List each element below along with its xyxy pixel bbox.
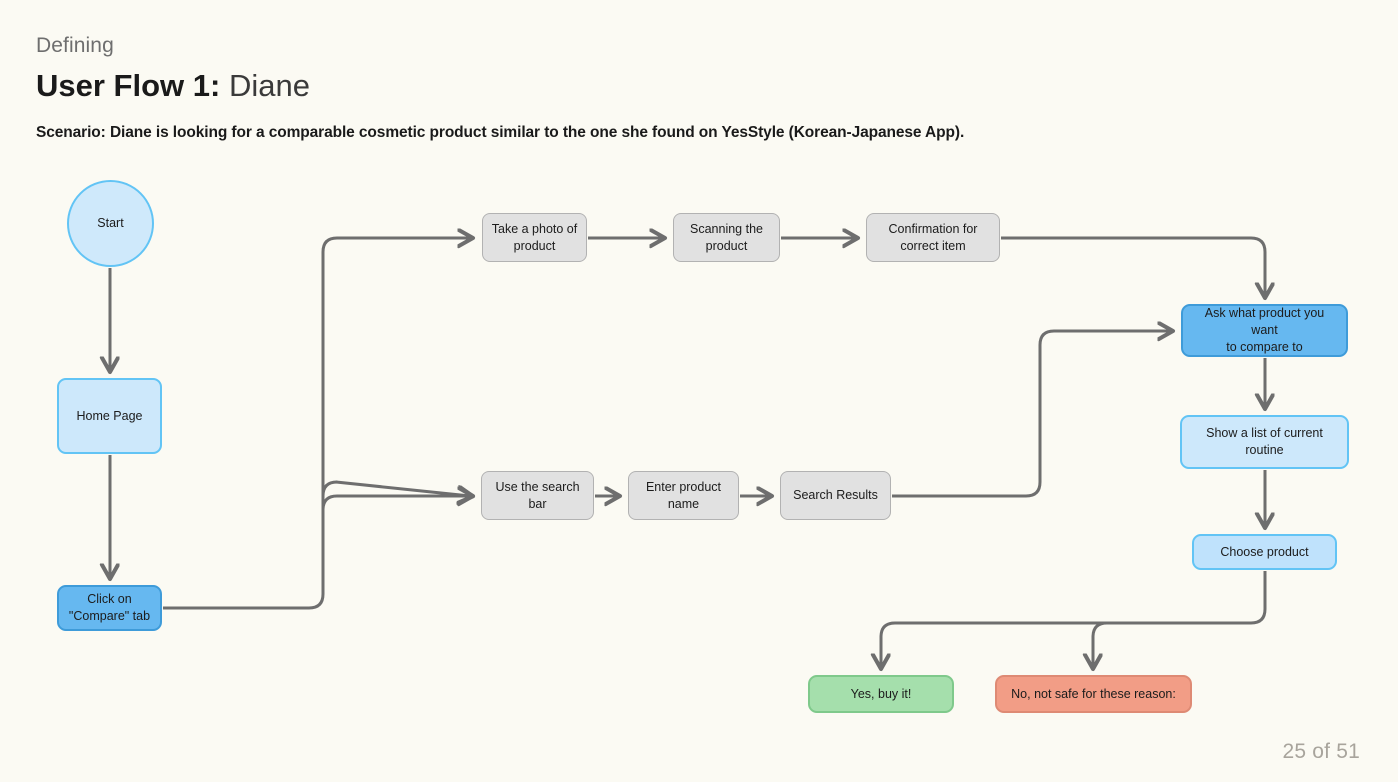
flow-node-no-not-safe[interactable]: No, not safe for these reason: <box>995 675 1192 713</box>
edge-compare-to-searchbar-seg <box>321 496 470 511</box>
flow-node-take-photo[interactable]: Take a photo of product <box>482 213 587 262</box>
flow-node-enter-product-name[interactable]: Enter product name <box>628 471 739 520</box>
slide-header: Defining User Flow 1: Diane Scenario: Di… <box>36 32 1336 142</box>
eyebrow-label: Defining <box>36 34 114 57</box>
edge-choose-trunk <box>881 571 1267 666</box>
flow-node-yes-buy-it-label: Yes, buy it! <box>850 686 912 701</box>
flow-node-start-label: Start <box>97 216 124 231</box>
flow-node-scanning[interactable]: Scanning the product <box>673 213 780 262</box>
edge-compare-to-searchbar <box>321 480 470 496</box>
flow-node-choose-product[interactable]: Choose product <box>1192 534 1337 570</box>
page-indicator: 25 of 51 <box>1282 740 1360 763</box>
flow-node-compare-tab-label: Click on "Compare" tab <box>68 592 151 623</box>
edge-confirmation-to-ask <box>1001 236 1265 295</box>
flow-node-choose-product-label: Choose product <box>1220 544 1309 559</box>
flow-node-yes-buy-it[interactable]: Yes, buy it! <box>808 675 954 713</box>
flow-node-show-routine-label: Show a list of current routine <box>1206 426 1323 457</box>
edge-results-to-ask <box>892 331 1170 498</box>
flow-node-no-not-safe-label: No, not safe for these reason: <box>1011 686 1176 701</box>
flow-node-home-page[interactable]: Home Page <box>57 378 162 454</box>
flow-node-compare-tab[interactable]: Click on "Compare" tab <box>57 585 162 631</box>
flow-node-show-routine[interactable]: Show a list of current routine <box>1180 415 1349 469</box>
flow-node-use-search-bar[interactable]: Use the search bar <box>481 471 594 520</box>
flow-node-home-page-label: Home Page <box>76 408 143 423</box>
flow-node-confirmation[interactable]: Confirmation for correct item <box>866 213 1000 262</box>
edge-compare-trunk <box>163 238 470 610</box>
flow-node-ask-what-product[interactable]: Ask what product you want to compare to <box>1181 304 1348 357</box>
page-title-rest: Diane <box>220 68 310 104</box>
flow-node-ask-what-product-label: Ask what product you want to compare to <box>1204 306 1325 354</box>
flow-node-enter-product-name-label: Enter product name <box>645 479 722 511</box>
flow-node-use-search-bar-label: Use the search bar <box>495 479 580 511</box>
flow-node-search-results-label: Search Results <box>793 488 878 503</box>
edge-choose-to-no <box>1093 621 1108 666</box>
page-title: User Flow 1: Diane <box>36 67 1336 104</box>
flow-node-take-photo-label: Take a photo of product <box>491 221 578 253</box>
flow-node-start[interactable]: Start <box>67 180 154 267</box>
flow-node-confirmation-label: Confirmation for correct item <box>888 221 978 253</box>
page-title-strong: User Flow 1: <box>36 68 221 104</box>
flow-node-scanning-label: Scanning the product <box>690 221 763 253</box>
flow-node-search-results[interactable]: Search Results <box>780 471 891 520</box>
scenario-description: Scenario: Diane is looking for a compara… <box>36 124 965 142</box>
